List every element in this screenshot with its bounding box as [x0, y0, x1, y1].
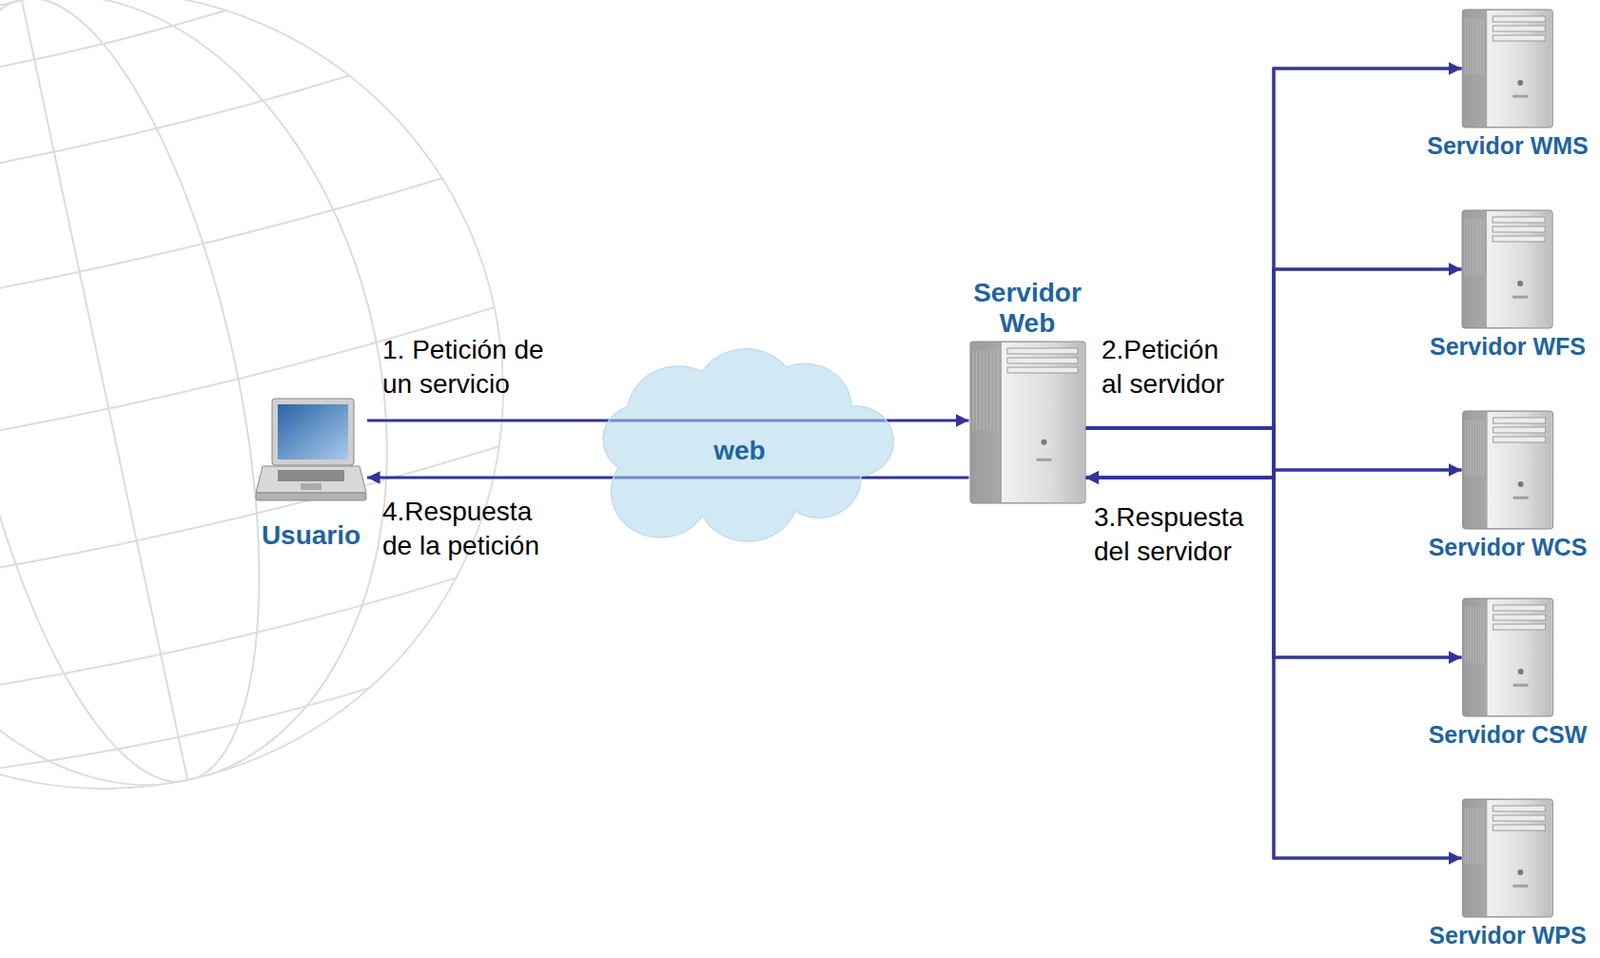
connector-arrow: [1086, 477, 1463, 859]
laptop-icon: [254, 397, 368, 506]
node-label: Servidor CSW: [1428, 721, 1588, 749]
server-icon: [969, 340, 1087, 505]
step-label: 1. Petición de un servicio: [382, 332, 549, 403]
node-label: Servidor WCS: [1428, 533, 1588, 562]
connector-arrow: [1086, 269, 1463, 478]
node-label: Servidor Web: [960, 277, 1094, 339]
server-icon: [1461, 8, 1554, 129]
step-label: 4.Respuesta de la petición: [382, 494, 540, 565]
connector-arrow: [1086, 68, 1463, 478]
web-server: Servidor Web: [960, 277, 1094, 505]
service-server: Servidor WMS: [1426, 8, 1588, 160]
server-icon: [1461, 798, 1554, 918]
connector-arrow: [1086, 428, 1463, 859]
node-label: Usuario: [261, 520, 361, 551]
server-icon: [1461, 209, 1554, 330]
node-label: web: [713, 435, 765, 467]
step-label: 3.Respuesta del servidor: [1093, 500, 1251, 570]
node-label: Servidor WPS: [1428, 921, 1586, 950]
server-icon: [1461, 597, 1554, 718]
service-server: Servidor WCS: [1428, 409, 1588, 562]
user-laptop: Usuario: [254, 397, 368, 551]
service-server: Servidor CSW: [1428, 597, 1588, 749]
service-server: Servidor WPS: [1428, 798, 1586, 950]
service-server: Servidor WFS: [1429, 209, 1586, 361]
node-label: Servidor WMS: [1426, 132, 1588, 160]
network-cloud: web: [581, 336, 898, 547]
step-label: 2.Petición al servidor: [1101, 332, 1235, 403]
server-icon: [1461, 409, 1554, 530]
node-label: Servidor WFS: [1429, 332, 1586, 361]
